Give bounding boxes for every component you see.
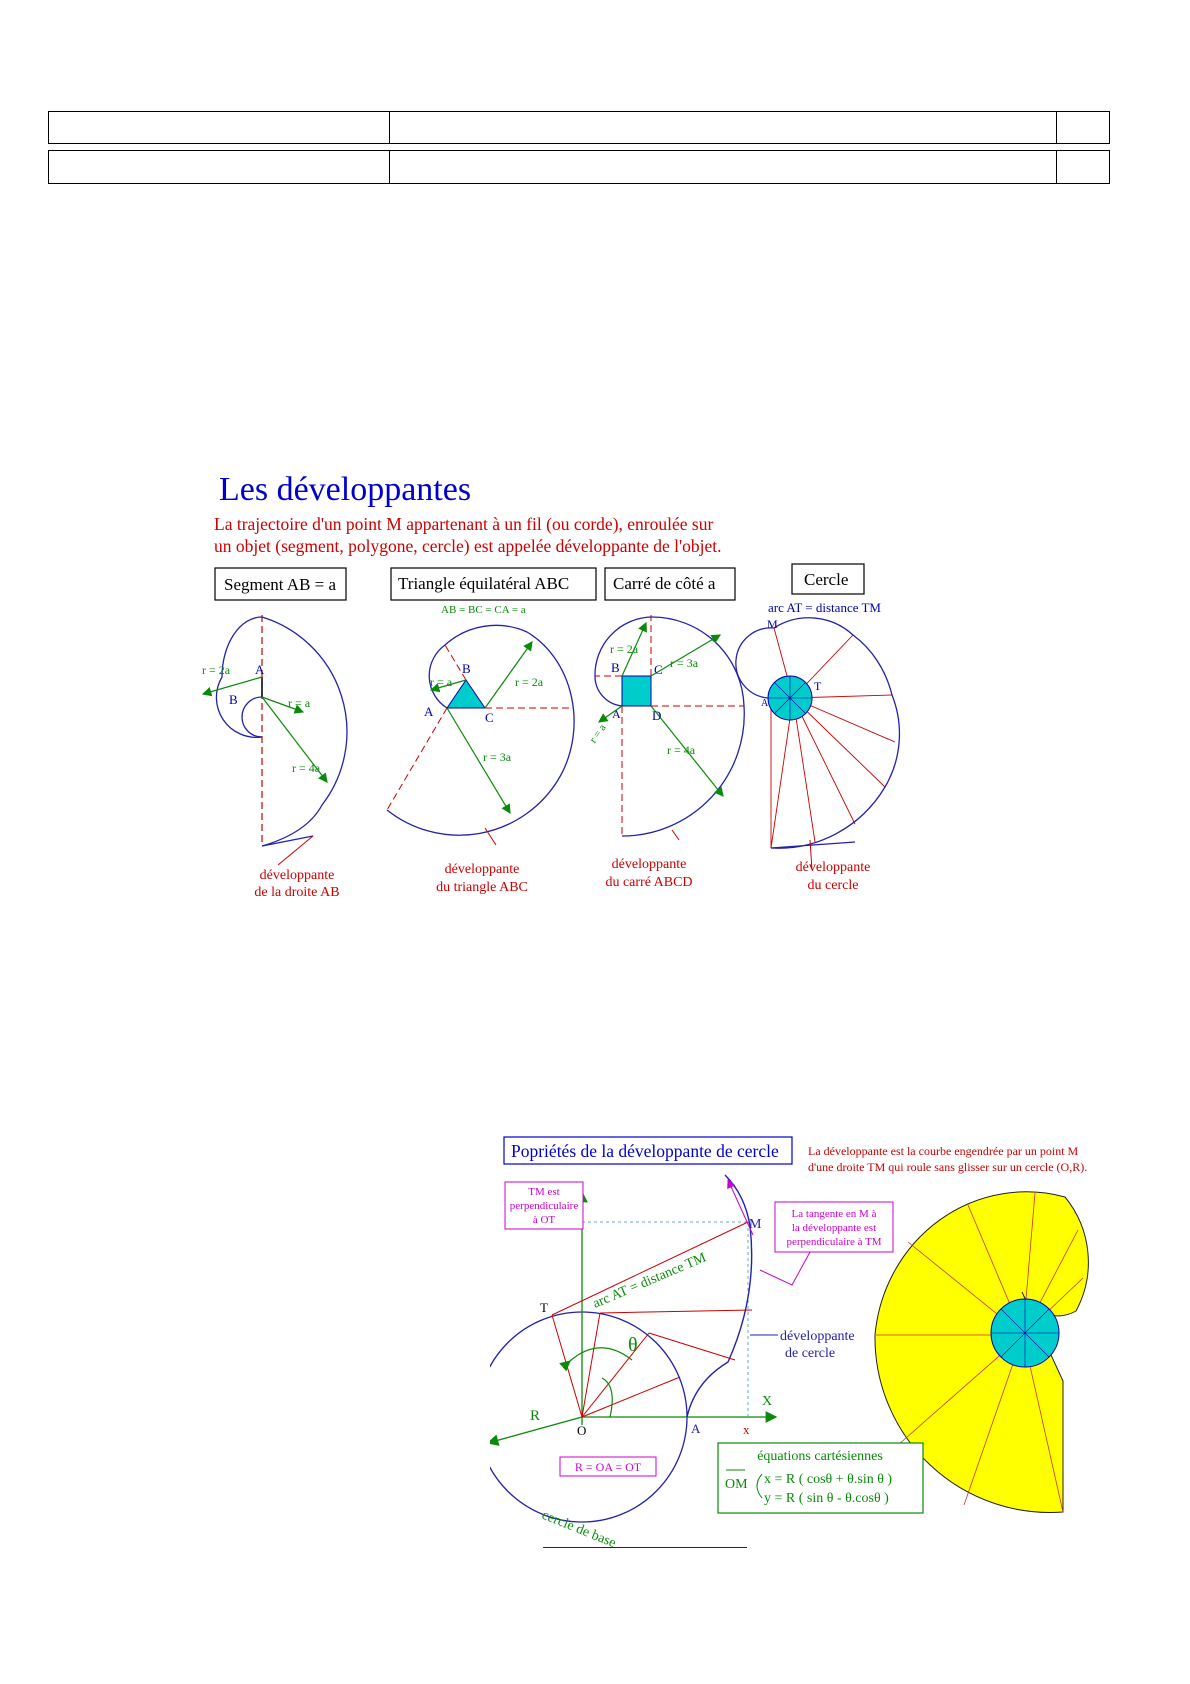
triangle-box-label: Triangle équilatéral ABC — [398, 574, 569, 593]
segment-caption-1: développante — [260, 868, 335, 883]
triangle-caption-1: développante — [445, 862, 520, 877]
equations-title: équations cartésiennes — [757, 1449, 883, 1464]
figure-title: Les développantes — [219, 471, 471, 508]
intro-line-2: un objet (segment, polygone, cercle) est… — [214, 536, 722, 556]
axis-X-label: X — [762, 1394, 772, 1409]
square-box-label: Carré de côté a — [613, 574, 716, 593]
circle-box-label: Cercle — [804, 570, 848, 589]
square-point-C: C — [654, 662, 663, 677]
theta-label: θ — [628, 1334, 638, 1356]
square-point-D: D — [652, 708, 661, 723]
circle-caption-1: développante — [796, 860, 871, 875]
triangle-label-r2a: r = 2a — [515, 675, 544, 689]
circle-point-T: T — [814, 679, 822, 693]
header-cell — [49, 112, 390, 143]
header-cell — [390, 151, 1057, 183]
segment-caption-2: de la droite AB — [254, 885, 339, 900]
note-tm-3: à OT — [533, 1214, 556, 1226]
point-O: O — [577, 1423, 586, 1438]
triangle-point-C: C — [485, 710, 494, 725]
point-R: R — [530, 1408, 540, 1424]
triangle-label-r3a: r = 3a — [483, 750, 512, 764]
square-caption-2: du carré ABCD — [605, 875, 692, 890]
segment-box-label: Segment AB = a — [224, 575, 337, 594]
triangle-sub-label: AB = BC = CA = a — [441, 604, 526, 616]
circle-caption-2: du cercle — [808, 878, 859, 893]
arc-label: arc AT = distance TM — [591, 1250, 709, 1312]
circle-point-A: A — [761, 698, 769, 709]
curve-label-1: développante — [780, 1329, 855, 1344]
equation-y: y = R ( sin θ - θ.cosθ ) — [764, 1491, 889, 1506]
square-caption-1: développante — [612, 857, 687, 872]
equation-x: x = R ( cosθ + θ.sin θ ) — [764, 1472, 892, 1487]
segment-point-B: B — [229, 692, 238, 707]
triangle-label-ra: r = a — [430, 675, 453, 689]
square-label-ra: r = a — [587, 722, 609, 746]
note-tm-2: perpendiculaire — [510, 1200, 579, 1212]
header-cell — [1057, 151, 1109, 183]
square-label-r2a: r = 2a — [610, 642, 639, 656]
triangle-caption-2: du triangle ABC — [436, 880, 528, 895]
triangle-point-A: A — [424, 704, 434, 719]
note-tangent-3: perpendiculaire à TM — [786, 1236, 881, 1248]
definition-line-1: La développante est la courbe engendrée … — [808, 1144, 1079, 1158]
segment-label-r4a: r = 4a — [292, 761, 321, 775]
header-cell — [1057, 112, 1109, 143]
panel-circle: Cercle arc AT = distance TM M T A dévelo… — [735, 563, 901, 893]
square-label-r4a: r = 4a — [667, 743, 696, 757]
square-label-r3a: r = 3a — [670, 656, 699, 670]
point-A: A — [691, 1421, 701, 1436]
figure2-title: Popriétés de la développante de cercle — [511, 1141, 779, 1161]
point-M: M — [749, 1217, 762, 1232]
segment-label-ra: r = a — [288, 696, 311, 710]
axis-x-label: x — [743, 1422, 750, 1437]
definition-line-2: d'une droite TM qui roule sans glisser s… — [808, 1160, 1087, 1174]
note-tangent-1: La tangente en M à — [792, 1208, 877, 1220]
panel-segment: Segment AB = a A B r = 2a r = a r = 4a d… — [201, 567, 348, 900]
base-circle-label: cercle de base — [540, 1508, 618, 1550]
panel-square: Carré de côté a A B C D r = a r = 2a r =… — [587, 567, 745, 890]
header-row-1 — [48, 111, 1110, 144]
intro-line-1: La trajectoire d'un point M appartenant … — [214, 514, 713, 534]
triangle-point-B: B — [462, 661, 471, 676]
curve-label-2: de cercle — [785, 1346, 835, 1361]
bottom-underline — [543, 1547, 747, 1548]
square-point-B: B — [611, 660, 620, 675]
circle-point-M: M — [767, 617, 778, 631]
circle-spokes — [768, 676, 812, 720]
figure-proprietes: Popriétés de la développante de cercle L… — [490, 1130, 1130, 1550]
figure-developpantes: Les développantes La trajectoire d'un po… — [195, 460, 915, 912]
header-cell — [390, 112, 1057, 143]
note-tm-1: TM est — [528, 1186, 559, 1198]
yellow-involute — [874, 1191, 1089, 1513]
segment-label-r2a: r = 2a — [202, 663, 231, 677]
segment-point-A: A — [255, 662, 265, 677]
header-row-2 — [48, 150, 1110, 184]
point-T: T — [540, 1300, 548, 1315]
square-point-A: A — [612, 707, 621, 721]
circle-involute-sectors — [770, 627, 896, 849]
circle-sub-label: arc AT = distance TM — [768, 600, 881, 615]
radius-note: R = OA = OT — [575, 1460, 642, 1474]
note-tangent-2: la développante est — [792, 1222, 876, 1234]
equations-om: OM — [725, 1477, 748, 1492]
header-cell — [49, 151, 390, 183]
panel-triangle: Triangle équilatéral ABC AB = BC = CA = … — [386, 567, 597, 895]
